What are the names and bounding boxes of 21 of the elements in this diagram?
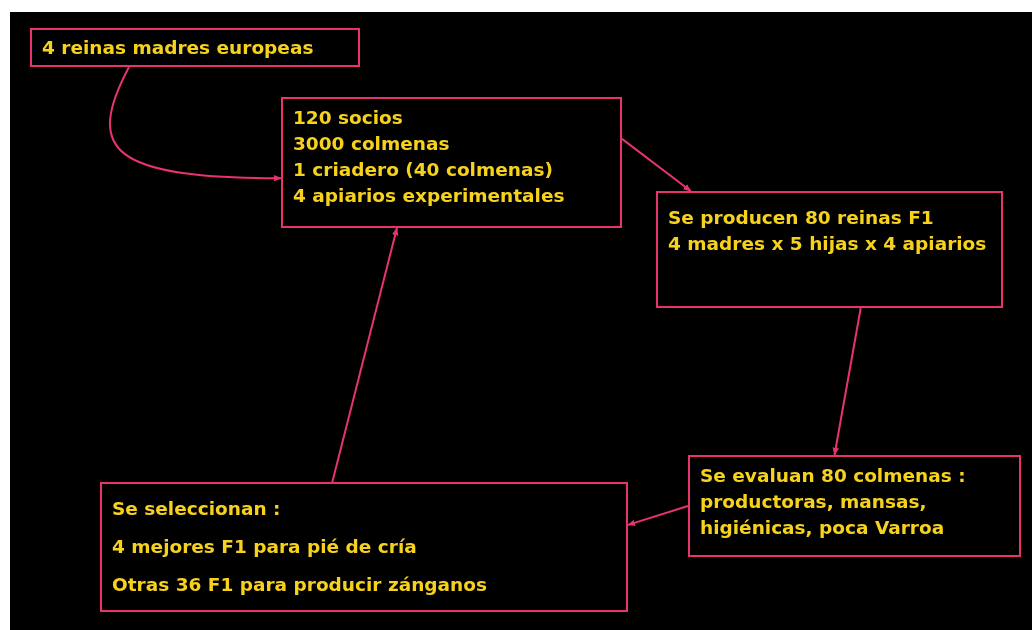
box-text: 4 reinas madres europeas <box>42 35 315 60</box>
box-text: 4 madres x 5 hijas x 4 apiarios <box>668 231 988 256</box>
text-box <box>656 191 1003 308</box>
box-text: Se producen 80 reinas F1 <box>668 206 935 230</box>
box-text: 120 socios <box>293 106 404 130</box>
box-text: 4 apiarios experimentales <box>293 183 566 208</box>
arrow <box>832 307 862 456</box>
box-text: 4 mejores F1 para pié de cría <box>112 535 418 560</box>
text-box <box>100 482 628 612</box>
arrow <box>331 227 399 483</box>
box-text: Se evaluan 80 colmenas : productoras, mansas, higiénicas, poca Varroa <box>700 464 967 540</box>
arrow <box>109 66 282 182</box>
text-box <box>281 97 622 228</box>
arrow <box>627 505 689 526</box>
text-box <box>30 28 360 67</box>
box-text: Se seleccionan : <box>112 497 282 522</box>
box-text: Otras 36 F1 para producir zánganos <box>112 573 488 598</box>
box-text: 3000 colmenas <box>293 131 451 156</box>
box-text: 1 criadero (40 colmenas) <box>293 157 554 182</box>
arrow <box>621 137 692 192</box>
text-box <box>688 455 1021 557</box>
